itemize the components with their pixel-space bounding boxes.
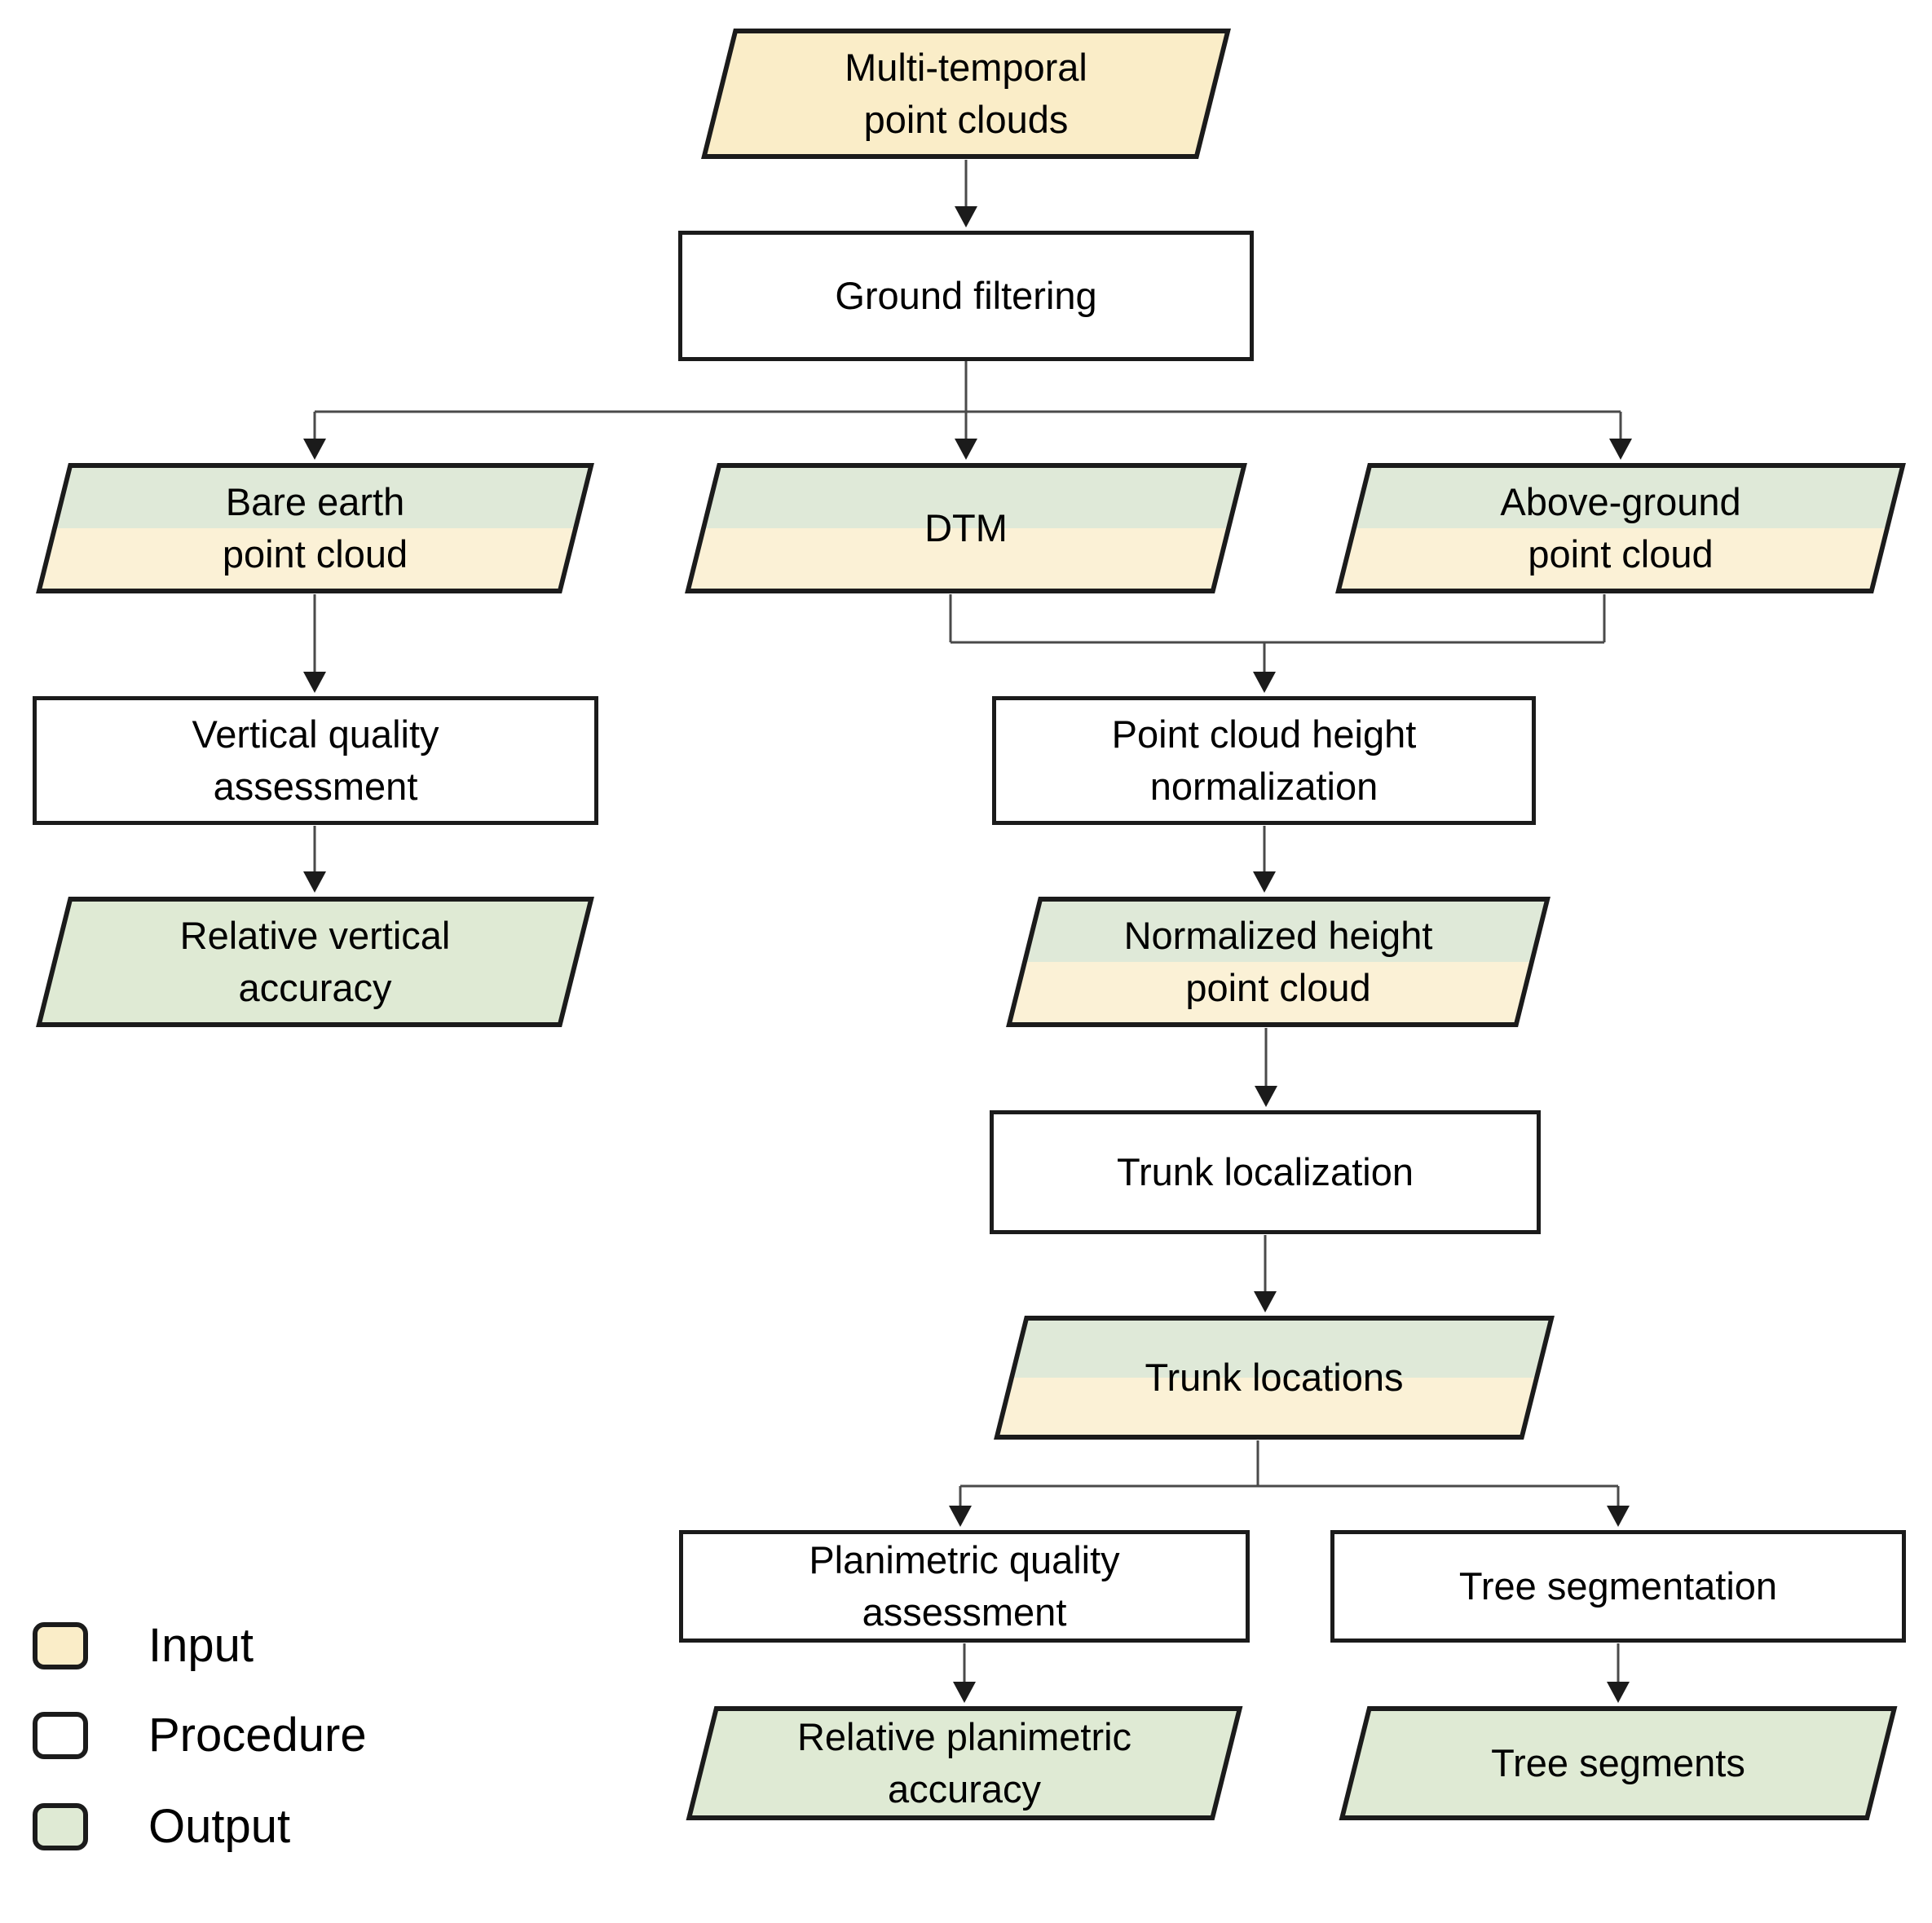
legend-label-output: Output [148, 1800, 291, 1853]
node-label: Trunk localization [1117, 1150, 1414, 1193]
node-label: Relative planimetric accuracy [796, 1715, 1132, 1811]
node-dtm: DTM [685, 463, 1247, 593]
node-vertical-quality-assessment: Vertical quality assessment [33, 696, 598, 825]
node-label: Tree segmentation [1458, 1564, 1778, 1608]
node-tree-segments: Tree segments [1339, 1706, 1898, 1820]
node-label: Point cloud height normalization [1111, 712, 1417, 808]
node-multi-temporal-point-clouds: Multi-temporal point clouds [701, 29, 1231, 159]
node-trunk-locations: Trunk locations [994, 1316, 1555, 1440]
node-trunk-localization: Trunk localization [990, 1110, 1541, 1234]
node-label: Bare earth point cloud [222, 480, 408, 576]
node-label: Trunk locations [1145, 1356, 1404, 1399]
legend-label-input: Input [148, 1619, 254, 1672]
legend-label-procedure: Procedure [148, 1709, 367, 1762]
node-label: Multi-temporal point clouds [845, 46, 1087, 141]
node-label: Relative vertical accuracy [179, 914, 451, 1009]
node-label: Vertical quality assessment [192, 712, 439, 808]
node-label: Above-ground point cloud [1500, 480, 1741, 576]
node-ground-filtering: Ground filtering [678, 231, 1254, 361]
node-label: Normalized height point cloud [1123, 914, 1433, 1009]
node-relative-vertical-accuracy: Relative vertical accuracy [36, 897, 594, 1027]
legend-swatch-output [33, 1803, 88, 1850]
node-label: DTM [924, 506, 1008, 549]
node-label: Planimetric quality assessment [809, 1538, 1120, 1634]
legend-swatch-input [33, 1622, 88, 1669]
node-planimetric-quality-assessment: Planimetric quality assessment [679, 1530, 1250, 1643]
node-bare-earth-point-cloud: Bare earth point cloud [36, 463, 594, 593]
legend-swatch-procedure [33, 1712, 88, 1759]
node-label: Tree segments [1491, 1741, 1745, 1784]
node-label: Ground filtering [835, 274, 1097, 317]
node-tree-segmentation: Tree segmentation [1330, 1530, 1906, 1643]
node-point-cloud-height-normalization: Point cloud height normalization [992, 696, 1536, 825]
node-above-ground-point-cloud: Above-ground point cloud [1335, 463, 1906, 593]
node-normalized-height-point-cloud: Normalized height point cloud [1006, 897, 1550, 1027]
node-relative-planimetric-accuracy: Relative planimetric accuracy [686, 1706, 1243, 1820]
